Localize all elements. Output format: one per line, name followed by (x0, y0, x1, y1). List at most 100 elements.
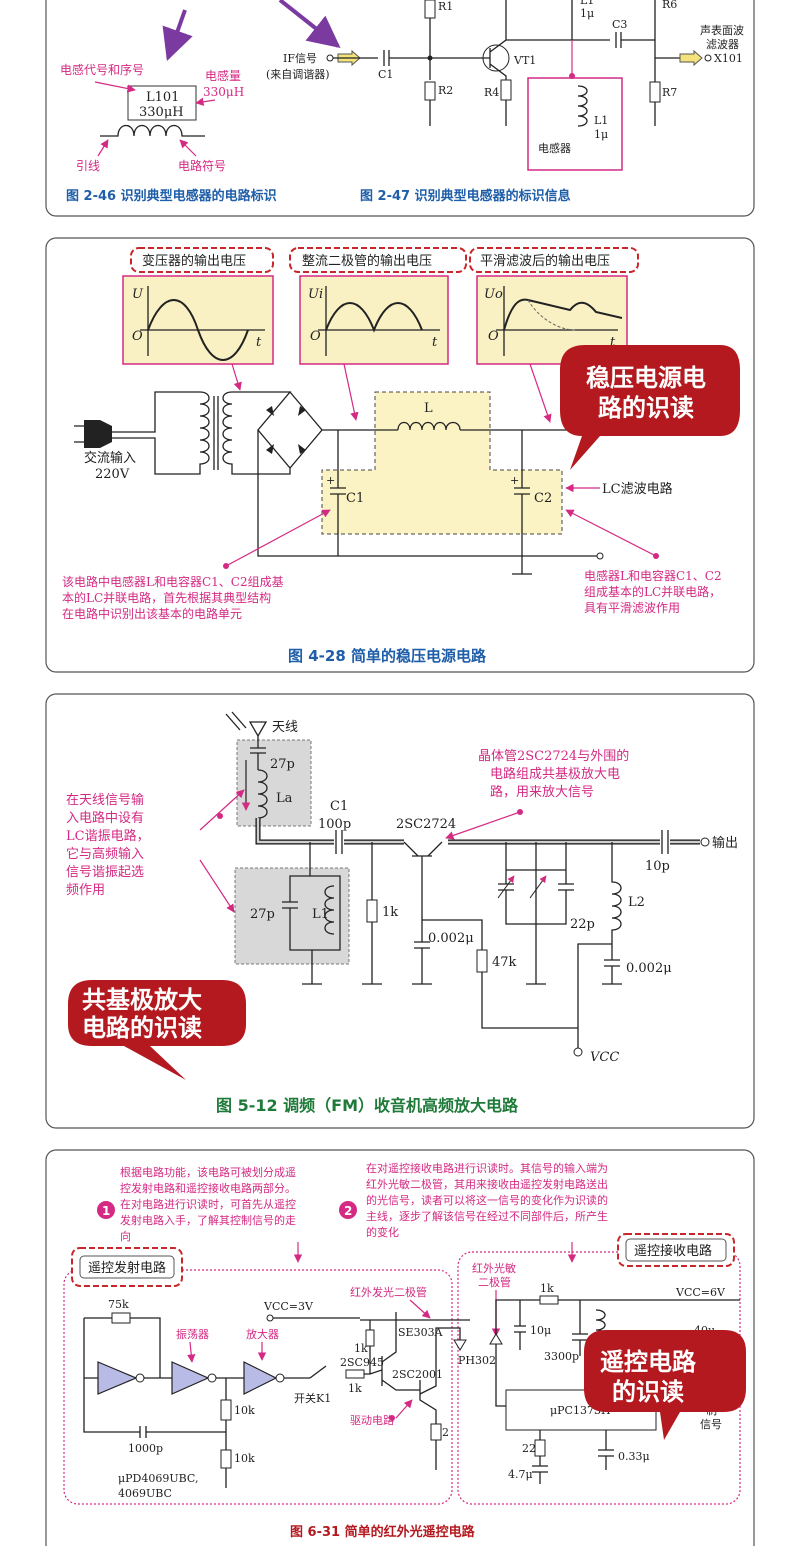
output-terminal-minus (596, 552, 604, 560)
pointer-antenna-lc (199, 789, 245, 831)
resistor-1k-b (345, 1369, 365, 1379)
label-c1-name: C1 (330, 799, 348, 814)
step-1-number: 1 (102, 1204, 110, 1218)
note-right-line-2: 组成基本的LC并联电路， (584, 584, 721, 599)
label-vt1: VT1 (513, 54, 536, 67)
bubble-remote (584, 1330, 746, 1440)
wave-axes-3 (496, 286, 618, 356)
label-1k-rx: 1k (540, 1282, 554, 1295)
transistor-2sc2724 (403, 841, 443, 920)
wave1-o: O (132, 329, 143, 344)
label-r6: R6 (662, 0, 677, 11)
vcc-terminal (573, 1047, 583, 1057)
resistor-22 (534, 1439, 546, 1457)
bubble-power-line-2: 路的识读 (598, 394, 694, 422)
box-line-1: L101 (146, 90, 179, 105)
coupling-caps (335, 830, 669, 854)
gate-3-bubble (275, 1373, 285, 1383)
resistor-1k (366, 899, 378, 923)
label-3300p: 3300p (544, 1350, 579, 1363)
label-output: 输出 (712, 835, 738, 851)
panel-regulated-power-supply: 变压器的输出电压 整流二极管的输出电压 平滑滤波后的输出电压 U O t Ui … (45, 237, 755, 673)
node-1 (427, 55, 433, 61)
bubble-cb-line-1: 共基极放大 (82, 986, 202, 1014)
inductor-l (397, 421, 461, 431)
l1-tank (282, 842, 341, 985)
pointer-wave-1 (231, 363, 242, 391)
c1-wire (333, 50, 480, 66)
label-c0002: 0.002μ (428, 931, 474, 946)
inductor-symbol (100, 124, 205, 137)
radio-wave-icon (225, 711, 247, 731)
label-1k-b: 1k (348, 1382, 362, 1395)
r4 (500, 79, 512, 101)
step-2-line-4: 主线，逐步了解该信号在经过不同部件后，所产生 (366, 1209, 608, 1223)
label-c10p: 10p (645, 859, 670, 874)
step-1-line-5: 向 (120, 1229, 131, 1243)
rx-region (457, 1251, 741, 1505)
r2 (424, 81, 436, 101)
label-ic-2: 4069UBC (118, 1487, 172, 1500)
capacitor-c1 (330, 430, 346, 556)
note-left-line-3: 在电路中识别出该基本的电路单元 (62, 606, 242, 621)
note-left-dot (223, 563, 229, 569)
mains-wires (112, 391, 190, 475)
resistor-10k-a (220, 1399, 232, 1421)
tag-rectifier: 整流二极管的输出电压 (302, 253, 432, 269)
label-drive: 驱动电路 (350, 1414, 394, 1427)
inductor-l1 (324, 885, 335, 935)
label-if-from: (来自调谐器) (266, 67, 330, 81)
tag-filtered: 平滑滤波后的输出电压 (480, 253, 610, 269)
tx-wiring (83, 1317, 310, 1488)
label-c3: C3 (612, 18, 627, 31)
bubble-power-line-1: 稳压电源电 (586, 364, 706, 392)
capacitor-c2 (512, 430, 532, 575)
label-saw-1: 声表面波 (700, 23, 744, 37)
r7 (649, 81, 661, 103)
trimmer-arrow-1 (497, 875, 515, 899)
transformer-secondary (222, 391, 240, 475)
label-r4: R4 (484, 86, 499, 99)
bridge-rectifier (240, 391, 323, 475)
note-left-line-2: 本的LC并联电路，首先根据其典型结构 (62, 590, 271, 605)
pointer-note-left (225, 509, 331, 567)
label-l-top: L1 (580, 0, 594, 7)
label-c1-val: 100p (318, 817, 351, 832)
c27p-top (250, 736, 266, 770)
output-terminal (704, 54, 712, 62)
label-vcc3: VCC=3V (263, 1300, 314, 1313)
tuning-caps (498, 842, 574, 985)
drive-dot (389, 1415, 395, 1421)
label-ac-input: 交流输入 (84, 450, 136, 466)
label-ir-photo-1: 红外光敏 (472, 1261, 516, 1275)
resistor-10k-b (220, 1449, 232, 1469)
step-1-badge (97, 1201, 115, 1219)
label-22: 22 (522, 1442, 536, 1455)
label-c22p: 22p (570, 917, 595, 932)
pointer-l1-lc (199, 859, 235, 913)
label-se303a: SE303A (398, 1326, 444, 1339)
gate-1 (97, 1361, 138, 1395)
bubble-power-supply (560, 345, 740, 470)
pointer-lead (97, 139, 109, 157)
note-top-2: 电路组成共基极放大电 (490, 766, 620, 782)
label-2sc945: 2SC945 (340, 1356, 384, 1369)
inductor-callout-box (527, 77, 623, 171)
note-left-1: 在天线信号输 (66, 792, 144, 808)
label-switch: 开关K1 (294, 1391, 331, 1405)
resistor-1k-a (365, 1329, 375, 1347)
bridge-diodes (266, 406, 306, 454)
label-10k-a: 10k (234, 1404, 255, 1417)
label-10u: 10μ (530, 1324, 551, 1337)
resistor-47k (476, 949, 488, 973)
gate-2 (171, 1361, 210, 1395)
label-ir-photo-2: 二极管 (478, 1275, 511, 1289)
filtered-ripple (527, 299, 576, 331)
gate-3 (243, 1361, 278, 1395)
label-r7: R7 (662, 86, 677, 99)
label-ir-led: 红外发光二极管 (350, 1285, 427, 1299)
label-symbol: 电路符号 (178, 158, 226, 173)
rx-bottom-wiring (532, 1430, 614, 1484)
inductor-la (257, 769, 268, 819)
